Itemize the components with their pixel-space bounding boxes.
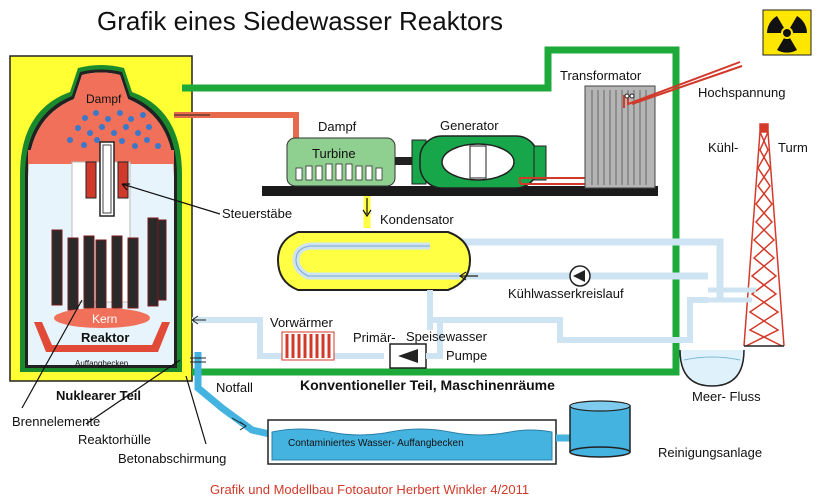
radiation-warning-icon (762, 9, 812, 56)
reactor-core (54, 308, 150, 328)
label-reinigungsanlage: Reinigungsanlage (658, 445, 762, 460)
cooling-tower (743, 123, 785, 347)
transformer (584, 85, 656, 189)
circulation-pump-icon (569, 265, 591, 287)
credit-line: Grafik und Modellbau Fotoautor Herbert W… (210, 482, 529, 497)
label-reaktor: Reaktor (81, 330, 129, 345)
shaft (395, 157, 419, 165)
steam-pipe (174, 112, 299, 140)
label-konventioneller-teil: Konventioneller Teil, Maschinenräume (300, 377, 555, 393)
annotation-lines (21, 183, 221, 445)
turbine-blades (295, 163, 383, 181)
steam-bubbles (67, 110, 161, 149)
generator-cable (519, 177, 608, 184)
label-notfall: Notfall (216, 380, 253, 395)
label-dampf-turbine: Dampf (318, 119, 357, 134)
fuel-elements (51, 217, 167, 311)
label-nuklearer-teil: Nuklearer Teil (56, 388, 141, 403)
control-rods (85, 141, 129, 217)
label-hochspannung: Hochspannung (698, 85, 785, 100)
label-vorwaermer: Vorwärmer (270, 315, 334, 330)
catch-basin (34, 322, 170, 352)
condenser (276, 231, 472, 291)
sea-river-basin (679, 349, 745, 387)
label-auffangbecken: Auffangbecken (75, 359, 128, 368)
label-turm: Turm (778, 140, 808, 155)
label-transformator: Transformator (560, 68, 642, 83)
diagram-title: Grafik eines Siedewasser Reaktors (97, 6, 503, 36)
label-speisewasser: Speisewasser (406, 329, 488, 344)
label-kuehlwasserkreislauf: Kühlwasserkreislauf (508, 286, 624, 301)
label-reaktorhuelle: Reaktorhülle (78, 432, 151, 447)
label-turbine: Turbine (312, 146, 356, 161)
label-steuerstaebe: Steuerstäbe (222, 206, 292, 221)
label-betonabschirmung: Betonabschirmung (118, 451, 226, 466)
generator (411, 135, 547, 189)
label-kondensator: Kondensator (380, 212, 454, 227)
label-pumpe: Pumpe (446, 348, 487, 363)
green-loop-pipe (182, 46, 680, 376)
label-dampf-reactor: Dampf (86, 92, 122, 106)
label-kuehl: Kühl- (708, 140, 738, 155)
machine-bed (262, 186, 658, 196)
transformer-fins (591, 90, 647, 185)
cleaning-tank (569, 400, 631, 458)
label-primaer: Primär- (353, 330, 396, 345)
pump-arrow-icon (389, 343, 427, 369)
emergency-pipe (194, 352, 279, 440)
label-meer-fluss: Meer- Fluss (692, 389, 761, 404)
preheater (281, 331, 335, 361)
label-kern: Kern (92, 312, 117, 326)
label-contaminated-water: Contaminiertes Wasser- Auffangbecken (288, 438, 464, 449)
label-generator: Generator (440, 118, 499, 133)
label-brennelemente: Brennelemente (12, 414, 100, 429)
